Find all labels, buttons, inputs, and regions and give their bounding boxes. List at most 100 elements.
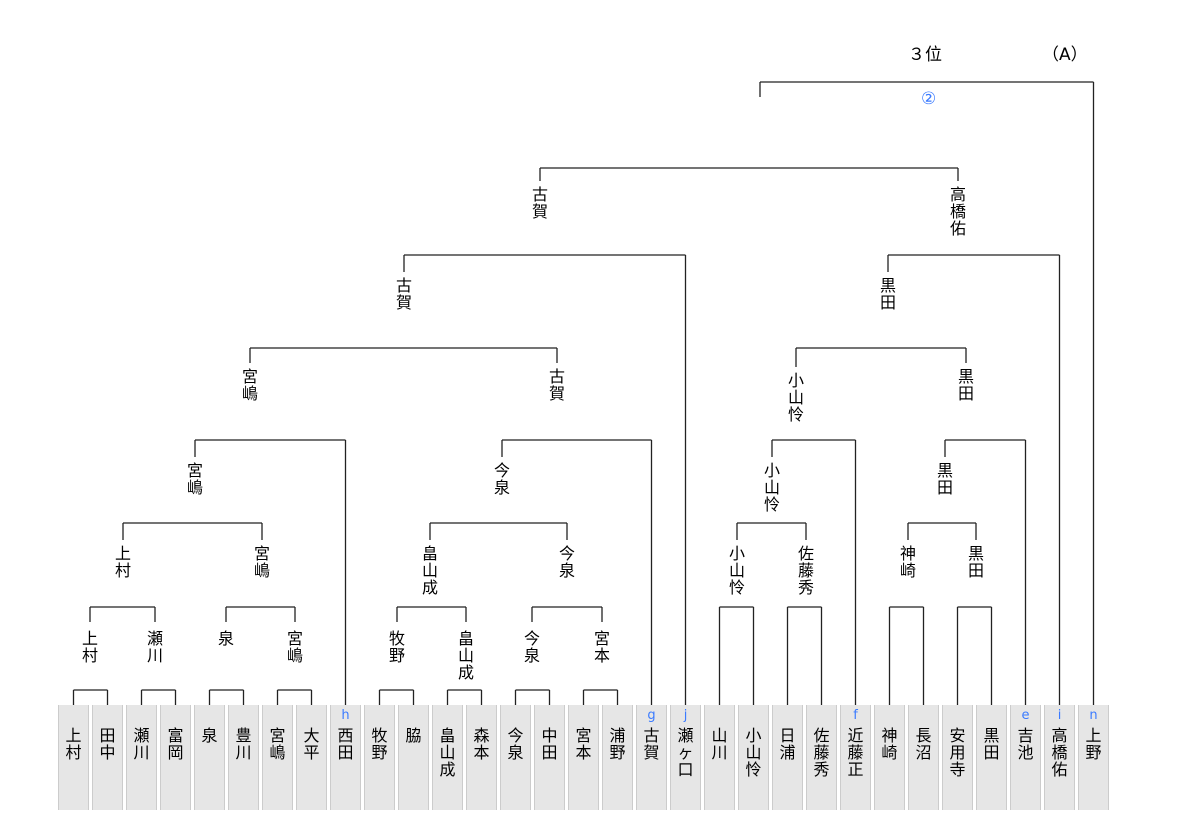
match-winner: 高橋佑	[950, 185, 967, 238]
match-winner: 畠山成	[422, 544, 439, 597]
player-name: 小山怜	[745, 726, 762, 779]
match-winner: 宮嶋	[187, 461, 204, 497]
player-box: i 高橋佑	[1044, 705, 1075, 810]
seed-letter: i	[1057, 708, 1062, 723]
player-box: 脇	[398, 705, 429, 810]
seed-letter: h	[341, 708, 350, 723]
match-winner: 上村	[115, 544, 132, 580]
match-winner: 古賀	[549, 367, 566, 403]
player-name: 安用寺	[949, 726, 966, 779]
match-winner: 黒田	[958, 367, 975, 403]
player-name: 富岡	[167, 726, 184, 762]
player-name: 森本	[473, 726, 490, 762]
match-winner: 宮嶋	[287, 629, 304, 665]
match-winner: 今泉	[524, 629, 541, 665]
match-winner: 宮嶋	[254, 544, 271, 580]
player-name: 中田	[541, 726, 558, 762]
player-name: 古賀	[643, 726, 660, 762]
player-name: 瀬ヶ口	[677, 726, 694, 779]
group-label: （A）	[1042, 45, 1088, 65]
player-box: 小山怜	[738, 705, 769, 810]
player-name: 泉	[201, 726, 218, 745]
player-box: 宮本	[568, 705, 599, 810]
match-winner: 小山怜	[788, 371, 805, 424]
player-name: 牧野	[371, 726, 388, 762]
seed-letter: n	[1089, 708, 1098, 723]
player-box: n 上野	[1078, 705, 1109, 810]
match-winner: 佐藤秀	[798, 544, 815, 597]
match-winner: 宮嶋	[242, 367, 259, 403]
player-box: 浦野	[602, 705, 633, 810]
player-name: 瀬川	[133, 726, 150, 762]
player-box: 富岡	[160, 705, 191, 810]
player-name: 神崎	[881, 726, 898, 762]
player-name: 今泉	[507, 726, 524, 762]
match-winner: 小山怜	[764, 461, 781, 514]
player-name: 脇	[405, 726, 422, 745]
player-name: 上村	[65, 726, 82, 762]
player-name: 豊川	[235, 726, 252, 762]
place-title: ３位	[908, 45, 942, 65]
player-name: 吉池	[1017, 726, 1034, 762]
player-name: 宮本	[575, 726, 592, 762]
player-name: 高橋佑	[1051, 726, 1068, 779]
final-winner-mark: ②	[921, 89, 937, 109]
player-name: 宮嶋	[269, 726, 286, 762]
player-box: 大平	[296, 705, 327, 810]
player-box: 日浦	[772, 705, 803, 810]
player-box: 牧野	[364, 705, 395, 810]
player-box: 神崎	[874, 705, 905, 810]
match-winner: 黒田	[937, 461, 954, 497]
player-box: 山川	[704, 705, 735, 810]
player-box: 泉	[194, 705, 225, 810]
match-winner: 畠山成	[458, 629, 475, 682]
player-box: 森本	[466, 705, 497, 810]
player-name: 長沼	[915, 726, 932, 762]
player-name: 西田	[337, 726, 354, 762]
player-name: 佐藤秀	[813, 726, 830, 779]
match-winner: 牧野	[389, 629, 406, 665]
match-winner: 黒田	[880, 276, 897, 312]
match-winner: 宮本	[594, 629, 611, 665]
player-name: 日浦	[779, 726, 796, 762]
match-winner: 今泉	[494, 461, 511, 497]
player-box: 畠山成	[432, 705, 463, 810]
player-box: 佐藤秀	[806, 705, 837, 810]
player-box: 中田	[534, 705, 565, 810]
player-box: h 西田	[330, 705, 361, 810]
match-winner: 泉	[218, 629, 235, 648]
player-name: 近藤正	[847, 726, 864, 779]
match-winner: 神崎	[900, 544, 917, 580]
player-name: 山川	[711, 726, 728, 762]
match-winner: 上村	[82, 629, 99, 665]
match-winner: 古賀	[532, 185, 549, 221]
seed-letter: j	[683, 708, 688, 723]
player-box: e 吉池	[1010, 705, 1041, 810]
player-name: 浦野	[609, 726, 626, 762]
player-name: 黒田	[983, 726, 1000, 762]
player-box: 宮嶋	[262, 705, 293, 810]
player-box: 今泉	[500, 705, 531, 810]
player-box: 長沼	[908, 705, 939, 810]
player-box: 豊川	[228, 705, 259, 810]
seed-letter: f	[853, 708, 858, 723]
player-box: 田中	[92, 705, 123, 810]
match-winner: 黒田	[968, 544, 985, 580]
match-winner: 古賀	[396, 276, 413, 312]
player-box: j 瀬ヶ口	[670, 705, 701, 810]
match-winner: 今泉	[559, 544, 576, 580]
player-name: 畠山成	[439, 726, 456, 779]
player-name: 田中	[99, 726, 116, 762]
match-winner: 小山怜	[729, 544, 746, 597]
player-box: g 古賀	[636, 705, 667, 810]
player-box: 瀬川	[126, 705, 157, 810]
player-name: 上野	[1085, 726, 1102, 762]
player-box: 上村	[58, 705, 89, 810]
match-winner: 瀬川	[147, 629, 164, 665]
seed-letter: e	[1021, 708, 1030, 723]
player-box: 黒田	[976, 705, 1007, 810]
player-box: 安用寺	[942, 705, 973, 810]
player-box: f 近藤正	[840, 705, 871, 810]
seed-letter: g	[647, 708, 656, 723]
